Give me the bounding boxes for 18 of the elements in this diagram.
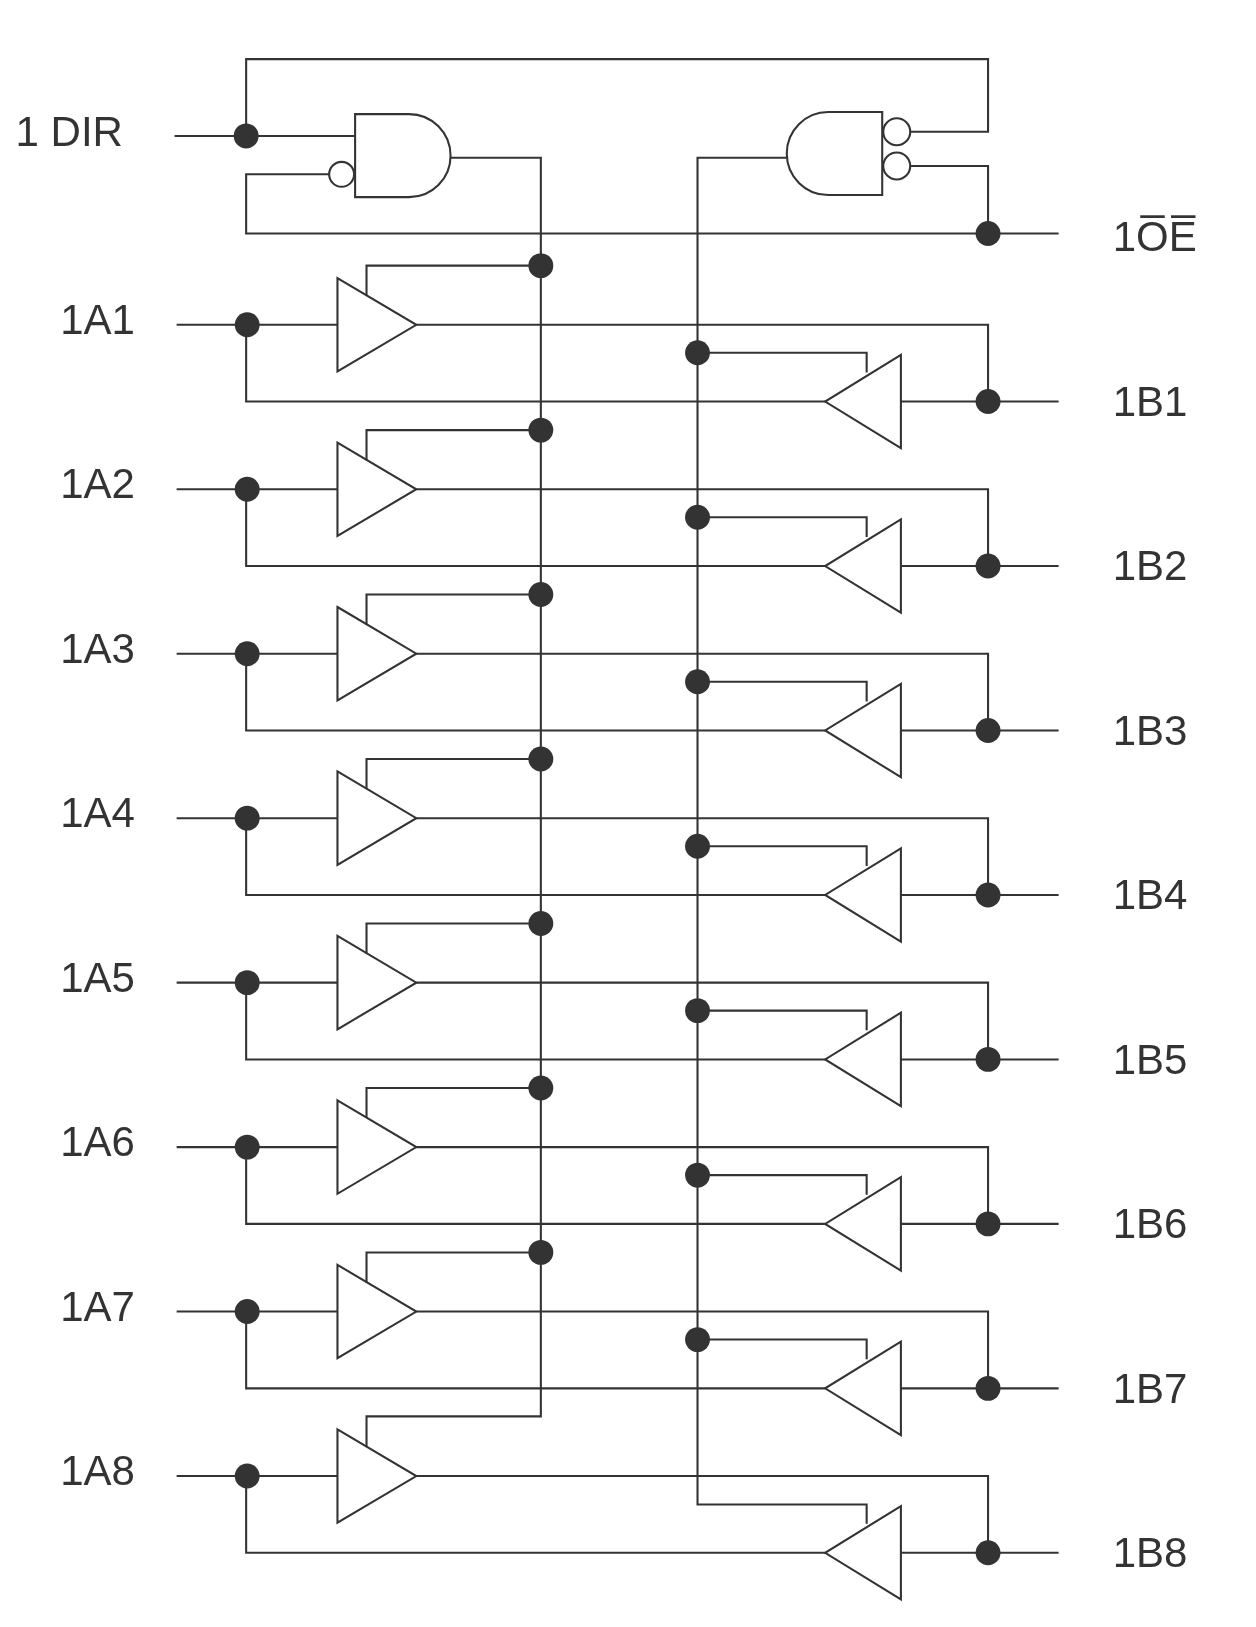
pin-label: 1 DIR [15, 108, 123, 155]
pin-label: 1A7 [60, 1283, 135, 1330]
pin-label: 1A6 [60, 1119, 135, 1166]
pin-label: 1A3 [60, 625, 135, 672]
pin-label: 1B5 [1112, 1036, 1188, 1083]
pin-label: 1B4 [1112, 872, 1188, 919]
pin-label: 1A8 [60, 1448, 135, 1495]
pin-label: 1B1 [1112, 378, 1188, 425]
pin-label: 1A4 [60, 790, 135, 837]
pin-label: 1A1 [60, 296, 135, 343]
pin-label: 1B3 [1112, 707, 1188, 754]
pin-label: 1A2 [60, 461, 135, 508]
pin-label: 1B7 [1112, 1365, 1188, 1412]
pin-label: 1O̅E̅ [1112, 213, 1197, 260]
pin-label: 1B6 [1112, 1201, 1188, 1248]
pin-label: 1B2 [1112, 543, 1188, 590]
pin-label: 1A5 [60, 954, 135, 1001]
pin-label: 1B8 [1112, 1530, 1188, 1577]
